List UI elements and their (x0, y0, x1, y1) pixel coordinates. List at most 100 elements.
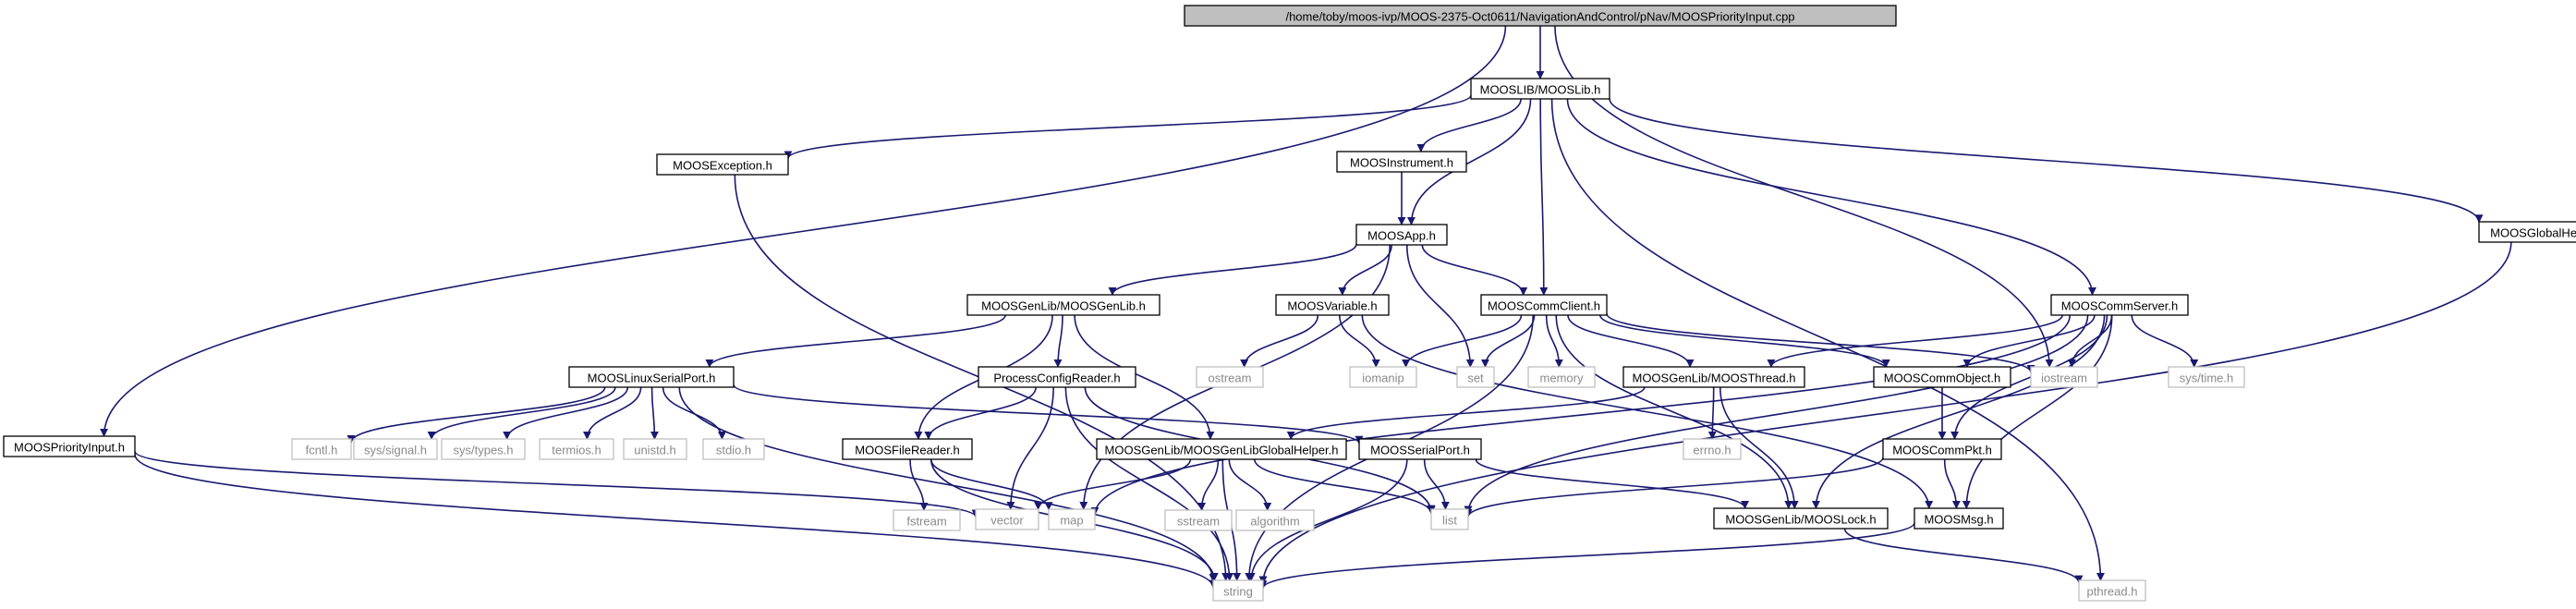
node-box (975, 508, 1039, 530)
edge-line (1539, 98, 1549, 296)
node-label: set (1467, 371, 1484, 385)
edge-priorityinput-to-string (134, 454, 1218, 589)
edge-linuxserial-to-stdio (662, 386, 726, 440)
node-label: MOOSGenLib/MOOSGenLibGlobalHelper.h (1105, 444, 1339, 457)
node-box (568, 366, 735, 388)
node-label: MOOSCommClient.h (1488, 299, 1600, 313)
node-label: /home/toby/moos-ivp/MOOS-2375-Oct0611/Na… (1285, 10, 1794, 24)
node-commpkt[interactable]: MOOSCommPkt.h (1882, 438, 2002, 460)
edge-line (650, 386, 659, 440)
edge-line (1361, 314, 1934, 509)
edge-line (1475, 458, 1749, 509)
edge-genlib-to-processconfig (1053, 314, 1063, 368)
node-variable[interactable]: MOOSVariable.h (1275, 294, 1390, 316)
node-unistd: unistd.h (623, 438, 687, 460)
edge-thread-to-genlibglobal (1286, 386, 1646, 440)
node-box (441, 438, 526, 460)
edge-line (1464, 314, 2089, 515)
edge-thread-to-lock (1719, 386, 1799, 509)
edge-mooslib-to-globalhelper (1609, 98, 2484, 224)
edge-commclient-to-thread (1567, 314, 1695, 368)
edge-linuxserial-to-serialport (733, 384, 1364, 445)
node-box (1527, 366, 1596, 388)
edge-genlibglobal-to-algorithm (1228, 458, 1272, 511)
node-thread[interactable]: MOOSGenLib/MOOSThread.h (1622, 366, 1805, 388)
node-box (1349, 366, 1417, 388)
node-label: memory (1540, 371, 1584, 385)
node-label: sys/time.h (2180, 371, 2234, 385)
edge-line (1545, 314, 1563, 368)
node-commclient[interactable]: MOOSCommClient.h (1480, 294, 1608, 316)
node-linuxserial[interactable]: MOOSLinuxSerialPort.h (568, 366, 735, 388)
node-mooslib[interactable]: MOOSLIB/MOOSLib.h (1470, 78, 1610, 100)
node-app[interactable]: MOOSApp.h (1355, 224, 1448, 246)
node-label: map (1060, 514, 1083, 528)
edge-genlibglobal-to-sstream (1197, 458, 1220, 511)
node-map: map (1048, 508, 1096, 530)
edge-line (1480, 314, 1536, 368)
edge-genlib-to-genlibglobal (1074, 314, 1215, 440)
node-filereader[interactable]: MOOSFileReader.h (842, 438, 973, 460)
node-box (978, 366, 1136, 388)
node-stdio: stdio.h (702, 438, 765, 460)
edge-mooslib-to-commserver (1566, 98, 2096, 296)
node-list: list (1430, 508, 1469, 530)
edge-mooslib-to-pthread (1550, 98, 2105, 581)
node-box (1184, 5, 1897, 27)
edge-filereader-to-fstream (909, 458, 929, 511)
node-commserver[interactable]: MOOSCommServer.h (2050, 294, 2189, 316)
node-label: termios.h (552, 444, 601, 457)
node-root[interactable]: /home/toby/moos-ivp/MOOS-2375-Oct0611/Na… (1184, 5, 1897, 27)
edge-msg-to-string (1258, 522, 1915, 590)
edge-line (1555, 314, 1793, 509)
node-label: sys/signal.h (364, 444, 427, 457)
edge-line (1197, 458, 1220, 511)
edge-root-to-priorityinput (100, 25, 1507, 437)
node-exception[interactable]: MOOSException.h (656, 153, 789, 176)
edge-line (1246, 458, 1408, 581)
edge-line (1767, 314, 2063, 368)
node-commobject[interactable]: MOOSCommObject.h (1873, 366, 2011, 388)
node-label: MOOSCommServer.h (2061, 299, 2178, 313)
edge-line (1405, 244, 1475, 368)
edge-line (1962, 314, 2113, 509)
node-processconfig[interactable]: ProcessConfigReader.h (978, 366, 1136, 388)
node-msg[interactable]: MOOSMsg.h (1914, 507, 2004, 530)
node-globalhelper[interactable]: MOOSGlobalHelper.h (2478, 221, 2576, 243)
edge-commserver-to-map (1090, 314, 2072, 516)
edge-thread-to-errno (1707, 386, 1717, 440)
edge-line (1228, 458, 1272, 511)
node-label: stdio.h (716, 444, 751, 457)
edge-commserver-to-thread (1767, 314, 2063, 368)
node-priorityinput[interactable]: MOOSPriorityInput.h (3, 435, 136, 457)
edge-line (909, 458, 929, 511)
node-box (842, 438, 973, 460)
node-box (1713, 507, 1889, 530)
edge-line (1406, 98, 1532, 225)
edge-commserver-to-systime (2131, 314, 2199, 368)
node-label: string (1223, 585, 1253, 599)
node-algorithm: algorithm (1235, 509, 1315, 531)
node-box (2078, 579, 2146, 602)
node-genlib[interactable]: MOOSGenLib/MOOSGenLib.h (966, 294, 1160, 316)
edge-line (1053, 314, 1063, 368)
edge-line (1550, 98, 2105, 581)
edge-linuxserial-to-signal (427, 386, 616, 440)
edge-commserver-to-iostream (2067, 314, 2113, 368)
node-box (539, 438, 614, 460)
node-label: MOOSException.h (673, 159, 772, 173)
edge-line (1962, 314, 2096, 368)
edge-app-to-set (1405, 244, 1475, 368)
node-serialport[interactable]: MOOSSerialPort.h (1358, 438, 1482, 460)
node-instrument[interactable]: MOOSInstrument.h (1336, 151, 1467, 173)
node-label: MOOSApp.h (1367, 229, 1436, 243)
edge-line (1843, 528, 2084, 584)
node-genlibglobal[interactable]: MOOSGenLib/MOOSGenLibGlobalHelper.h (1096, 438, 1347, 460)
node-box (3, 435, 136, 457)
edge-variable-to-msg (1361, 314, 1934, 509)
node-box (1096, 438, 1347, 460)
edge-line (1423, 458, 1450, 510)
edge-line (1108, 243, 1357, 296)
node-label: sys/types.h (453, 444, 513, 457)
node-lock[interactable]: MOOSGenLib/MOOSLock.h (1713, 507, 1889, 530)
